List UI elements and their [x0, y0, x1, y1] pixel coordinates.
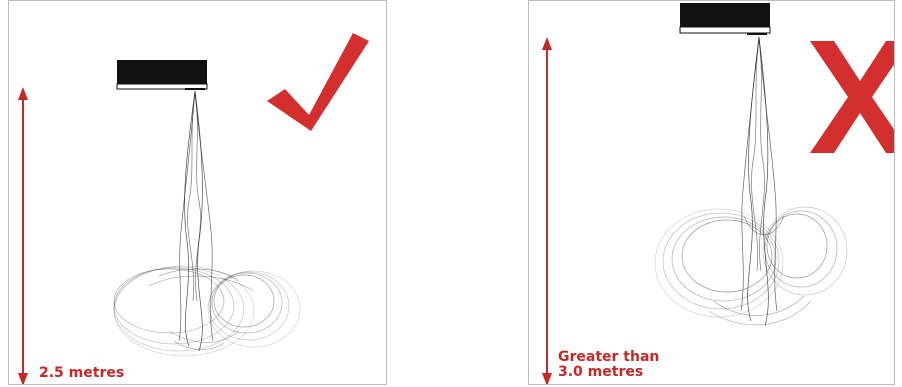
mist-plume: [655, 37, 847, 326]
mist-plume: [114, 91, 300, 356]
height-arrow: [542, 37, 552, 385]
incorrect-installation-diagram: [529, 1, 895, 385]
mist-emitter: [680, 3, 770, 34]
checkmark-icon: [267, 33, 369, 131]
mist-emitter: [117, 60, 207, 89]
height-label: Greater than 3.0 metres: [558, 350, 659, 380]
height-arrow: [18, 87, 28, 385]
correct-installation-diagram: [9, 1, 387, 385]
cross-icon: [810, 41, 895, 153]
height-label: 2.5 metres: [39, 366, 124, 381]
correct-installation-panel: 2.5 metres: [8, 0, 387, 385]
incorrect-installation-panel: Greater than 3.0 metres: [528, 0, 895, 385]
